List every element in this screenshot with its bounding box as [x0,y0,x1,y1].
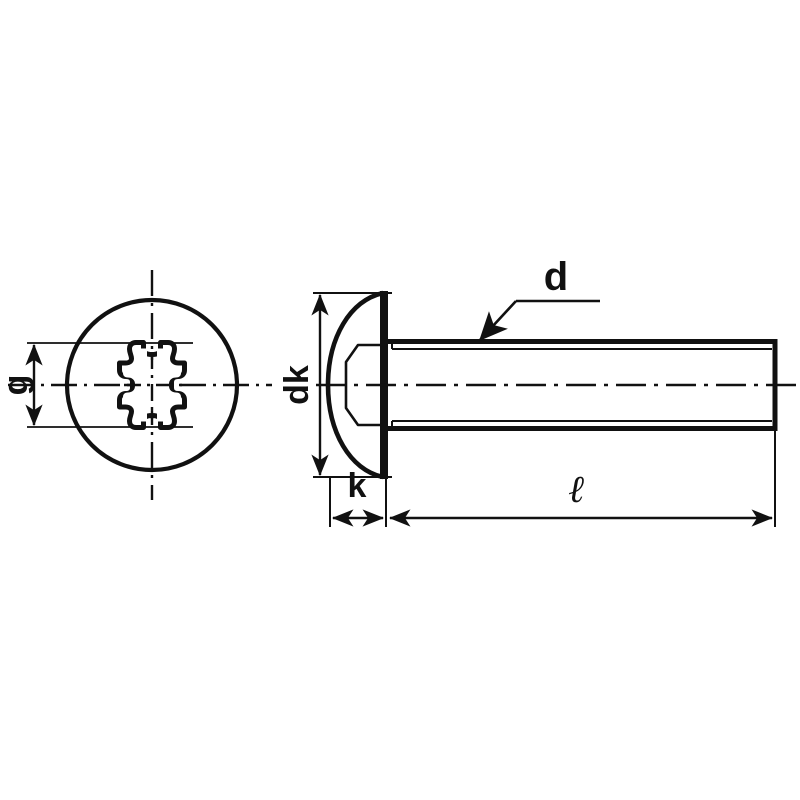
dimension-label-g: g [0,375,35,396]
head-outline-circle [64,297,240,473]
dimension-label-k: k [348,467,367,505]
side-view-group: dk k ℓ d [278,255,796,527]
dimension-label-d: d [544,255,568,299]
recess-outer-contour [117,340,187,430]
end-view-group: g [0,270,272,500]
cross-recess-shape [117,340,187,430]
d-leader-angled [479,300,517,342]
recess-profile-lower [344,385,382,427]
recess-profile-upper [344,343,382,385]
dimension-label-l: ℓ [569,469,585,511]
dimension-label-dk: dk [278,365,316,405]
